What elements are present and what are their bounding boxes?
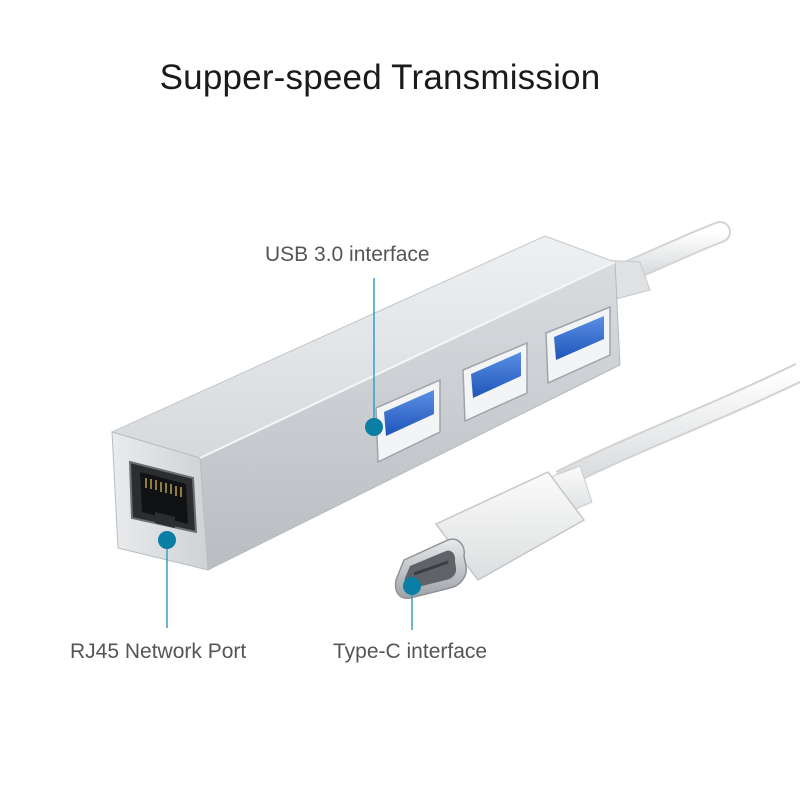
usb-port-2 [462, 341, 528, 423]
callout-dot-rj45 [158, 531, 176, 549]
callout-typec [403, 577, 421, 630]
usb-port-3 [545, 305, 611, 385]
usb-interface-label: USB 3.0 interface [265, 243, 430, 266]
rj45-port [128, 460, 198, 534]
rear-cable [599, 221, 731, 301]
headline: Supper-speed Transmission [159, 58, 601, 97]
usb-port-1 [375, 378, 441, 464]
callout-dot-usb [365, 418, 383, 436]
callout-dot-typec [403, 577, 421, 595]
callout-usb [365, 278, 383, 436]
typec-plug [394, 465, 593, 599]
typec-interface-label: Type-C interface [333, 640, 488, 663]
typec-cable [555, 362, 800, 489]
rj45-port-label: RJ45 Network Port [70, 640, 247, 663]
callout-rj45 [158, 531, 176, 628]
